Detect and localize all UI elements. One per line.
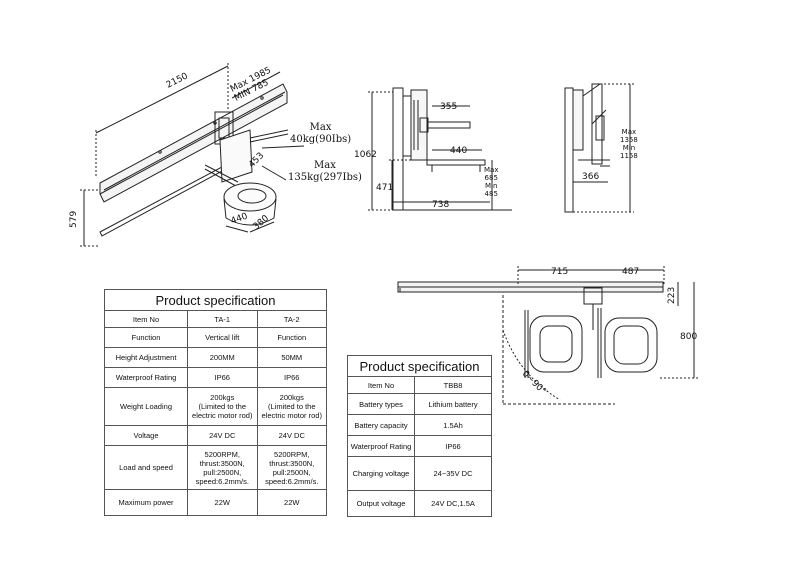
dim-offset: 223 <box>667 287 677 304</box>
spec2-cell: Charging voltage <box>347 456 415 491</box>
table-row: Waterproof Rating IP66 <box>347 435 492 457</box>
plan-view <box>397 266 698 405</box>
table-row: Output voltage 24V DC,1.5A <box>347 490 492 517</box>
spec-table-1: Product specification Item No TA-1 TA-2 … <box>104 289 327 516</box>
front-view <box>564 83 634 213</box>
spec2-cell: 24~35V DC <box>414 456 492 491</box>
table-row: Height Adjustment 200MM 50MM <box>104 347 327 368</box>
dim-depth: 738 <box>432 200 449 210</box>
spec2-cell: Battery types <box>347 393 415 415</box>
spec2-cell: Waterproof Rating <box>347 435 415 457</box>
dim-total-height: 1062 <box>354 150 377 160</box>
table-row: Charging voltage 24~35V DC <box>347 456 492 491</box>
spec1-cell: 22W <box>187 489 258 516</box>
spec2-cell: 1.5Ah <box>414 414 492 436</box>
label-load-seat: Max 135kg(297Ibs) <box>288 160 362 183</box>
spec1-cell: IP66 <box>187 367 258 388</box>
spec1-cell: 5200RPM, thrust:3500N, pull:2500N, speed… <box>187 445 258 490</box>
spec1-cell: Function <box>104 327 188 348</box>
label-load-arm: Max 40kg(90Ibs) <box>290 122 352 145</box>
spec1-cell: Voltage <box>104 425 188 446</box>
spec1-cell: Maximum power <box>104 489 188 516</box>
dim-arm-length: 355 <box>440 102 457 112</box>
spec1-cell: 50MM <box>256 347 327 368</box>
table-row: Maximum power 22W 22W <box>104 489 327 516</box>
isometric-view <box>80 63 305 247</box>
spec-table-2: Product specification Item No TBB8 Batte… <box>347 355 492 517</box>
dim-lower-height: 471 <box>376 183 393 193</box>
table-row: Item No TA-1 TA-2 <box>104 310 327 328</box>
spec1-cell: TA-1 <box>187 310 258 328</box>
spec1-cell: 5200RPM, thrust:3500N, pull:2500N, speed… <box>256 445 327 490</box>
dim-width-a: 715 <box>551 267 568 277</box>
iso-backrest <box>219 129 253 183</box>
spec2-cell: Battery capacity <box>347 414 415 436</box>
table-row: Waterproof Rating IP66 IP66 <box>104 367 327 388</box>
table-row: Function Vertical lift Function <box>104 327 327 348</box>
dim-rotation: 0~90° <box>520 369 548 397</box>
side-wall-bracket <box>392 87 404 211</box>
dim-front-depth: 366 <box>582 172 599 182</box>
spec1-cell: Function <box>256 327 327 348</box>
spec1-cell: Load and speed <box>104 445 188 490</box>
dim-arm-reach: 440 <box>450 146 467 156</box>
spec2-cell: Lithium battery <box>414 393 492 415</box>
side-view <box>368 87 512 211</box>
iso-seat <box>223 182 277 212</box>
dim-width-b: 487 <box>622 267 639 277</box>
dim-overall: 800 <box>680 332 697 342</box>
side-arm <box>426 121 471 129</box>
spec1-cell: Waterproof Rating <box>104 367 188 388</box>
spec2-cell: TBB8 <box>414 376 492 394</box>
spec1-cell: 22W <box>256 489 327 516</box>
spec1-title: Product specification <box>104 289 327 311</box>
spec1-cell: 200kgs (Limited to the electric motor ro… <box>256 387 327 426</box>
table-row: Battery types Lithium battery <box>347 393 492 415</box>
label-seat-height: Max 685 Min 485 <box>484 166 499 198</box>
label-height-range: Max 1358 Min 1158 <box>620 128 638 160</box>
spec1-cell: Vertical lift <box>187 327 258 348</box>
spec1-cell: 24V DC <box>187 425 258 446</box>
dim-height: 579 <box>69 211 79 228</box>
table-row: Battery capacity 1.5Ah <box>347 414 492 436</box>
spec1-cell: 200MM <box>187 347 258 368</box>
side-seat <box>426 159 486 166</box>
spec1-cell: Height Adjustment <box>104 347 188 368</box>
plan-seat-left <box>529 315 583 373</box>
spec1-cell: 200kgs (Limited to the electric motor ro… <box>187 387 258 426</box>
table-row: Load and speed 5200RPM, thrust:3500N, pu… <box>104 445 327 490</box>
table-row: Weight Loading 200kgs (Limited to the el… <box>104 387 327 426</box>
table-row: Item No TBB8 <box>347 376 492 394</box>
plan-seat-right <box>604 317 658 373</box>
table-row: Voltage 24V DC 24V DC <box>104 425 327 446</box>
spec1-cell: IP66 <box>256 367 327 388</box>
spec1-cell: Weight Loading <box>104 387 188 426</box>
spec2-cell: Output voltage <box>347 490 415 517</box>
spec2-cell: Item No <box>347 376 415 394</box>
front-bracket <box>564 87 574 213</box>
spec2-cell: IP66 <box>414 435 492 457</box>
spec1-cell: TA-2 <box>256 310 327 328</box>
spec2-cell: 24V DC,1.5A <box>414 490 492 517</box>
spec2-title: Product specification <box>347 355 492 377</box>
spec1-cell: 24V DC <box>256 425 327 446</box>
spec1-cell: Item No <box>104 310 188 328</box>
dim-seat-depth: 380 <box>252 213 272 232</box>
